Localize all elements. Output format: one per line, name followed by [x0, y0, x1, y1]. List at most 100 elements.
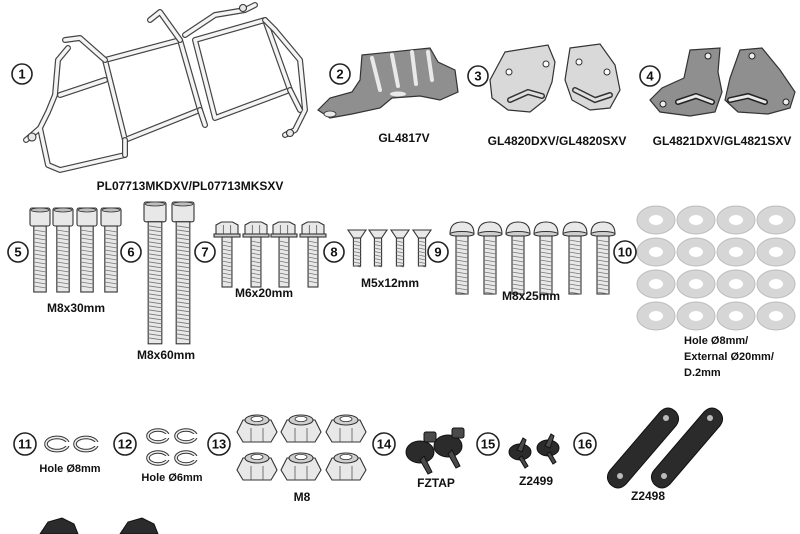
screw-m5x12 [367, 229, 389, 268]
bolt-m6x20 [270, 221, 298, 288]
part-code-3: GL4820DXV/GL4820SXV [488, 134, 627, 148]
number-badge-7: 7 [194, 241, 216, 263]
lock-nut [325, 452, 367, 481]
svg-text:13: 13 [212, 437, 226, 452]
number-badge-9: 9 [427, 241, 449, 263]
svg-text:9: 9 [434, 245, 441, 260]
screw-m8x25 [477, 221, 503, 295]
number-badge-10: 10 [613, 240, 637, 264]
part-label-6: M8x60mm [137, 348, 195, 362]
plate-part [317, 47, 459, 119]
lock-nut [236, 414, 278, 443]
part-label-10-line-3: D.2mm [684, 367, 721, 379]
part-label-10-line-2: External Ø20mm/ [684, 351, 774, 363]
screw-m5x12 [346, 229, 368, 268]
bolt-m8x30 [76, 207, 98, 293]
part-code-1: PL07713MKDXV/PL07713MKSXV [97, 179, 284, 193]
flat-washer [676, 237, 716, 267]
svg-text:15: 15 [481, 437, 495, 452]
z2499-clips [508, 433, 560, 469]
bolt-m8x60 [171, 201, 195, 345]
split-washer-8mm [73, 435, 100, 453]
split-washer-6mm [146, 450, 171, 466]
flat-washer [756, 205, 796, 235]
svg-text:12: 12 [118, 437, 132, 452]
screw-m5x12 [389, 229, 411, 268]
bolt-group-m8x30 [29, 207, 122, 293]
part-label-16: Z2498 [631, 489, 665, 503]
flat-washer [756, 237, 796, 267]
flat-washer [636, 269, 676, 299]
fztap-rivets [405, 427, 465, 475]
svg-text:8: 8 [330, 245, 337, 260]
part-label-7: M6x20mm [235, 286, 293, 300]
number-badge-13: 13 [207, 432, 231, 456]
part-label-12: Hole Ø6mm [141, 472, 202, 484]
lock-nut [280, 452, 322, 481]
flat-washer [676, 301, 716, 331]
svg-text:14: 14 [377, 437, 392, 452]
number-badge-5: 5 [7, 241, 29, 263]
number-badge-11: 11 [13, 432, 37, 456]
number-badge-14: 14 [372, 432, 396, 456]
part-label-8: M5x12mm [361, 276, 419, 290]
svg-text:10: 10 [618, 245, 632, 260]
flat-washer [716, 301, 756, 331]
number-badge-3: 3 [467, 65, 489, 87]
flat-washer [676, 205, 716, 235]
part-label-11: Hole Ø8mm [39, 463, 100, 475]
bolt-m8x60 [143, 201, 167, 345]
lock-nut [325, 414, 367, 443]
flat-washer [636, 301, 676, 331]
flat-washer [716, 237, 756, 267]
part-label-10-line-1: Hole Ø8mm/ [684, 335, 748, 347]
number-badge-12: 12 [113, 432, 137, 456]
screw-m5x12 [411, 229, 433, 268]
number-badge-4: 4 [639, 65, 661, 87]
part-label-5: M8x30mm [47, 301, 105, 315]
lock-nut [280, 414, 322, 443]
screw-m8x25 [505, 221, 531, 295]
screw-m8x25 [533, 221, 559, 295]
part-code-4: GL4821DXV/GL4821SXV [653, 134, 792, 148]
lock-nut-group [236, 414, 367, 481]
bolt-m6x20 [299, 221, 327, 288]
part-label-15: Z2499 [519, 474, 553, 488]
number-badge-6: 6 [120, 241, 142, 263]
flat-washer-grid [636, 205, 796, 331]
bracket-pair-part-4 [649, 47, 796, 117]
flat-washer [716, 269, 756, 299]
screw-m8x25 [590, 221, 616, 295]
split-washer-6mm [174, 450, 199, 466]
z2498-links [606, 407, 724, 489]
flat-washer [716, 205, 756, 235]
screw-m8x25 [449, 221, 475, 295]
split-washers-8mm [44, 435, 100, 453]
number-badge-16: 16 [573, 432, 597, 456]
svg-text:5: 5 [14, 245, 21, 260]
bolt-m6x20 [213, 221, 241, 288]
part-label-14: FZTAP [417, 476, 455, 490]
bolt-group-m8x25 [449, 221, 616, 295]
bolt-m8x30 [100, 207, 122, 293]
bolt-m6x20 [242, 221, 270, 288]
part-label-9: M8x25mm [502, 289, 560, 303]
bracket-pair-part-3 [489, 43, 621, 113]
flat-washer [756, 301, 796, 331]
bolt-m8x30 [29, 207, 51, 293]
svg-text:4: 4 [646, 69, 654, 84]
bolt-m8x30 [52, 207, 74, 293]
pannier-frame-part [23, 2, 308, 173]
svg-text:7: 7 [201, 245, 208, 260]
bolt-group-m8x60 [143, 201, 195, 345]
screw-m8x25 [562, 221, 588, 295]
flat-washer [636, 205, 676, 235]
bolt-group-m6x20 [213, 221, 327, 288]
bolt-group-m5x12 [346, 229, 433, 268]
svg-text:2: 2 [336, 67, 343, 82]
number-badge-1: 1 [11, 63, 33, 85]
svg-text:16: 16 [578, 437, 592, 452]
split-washer-6mm [174, 428, 199, 444]
flat-washer [676, 269, 716, 299]
